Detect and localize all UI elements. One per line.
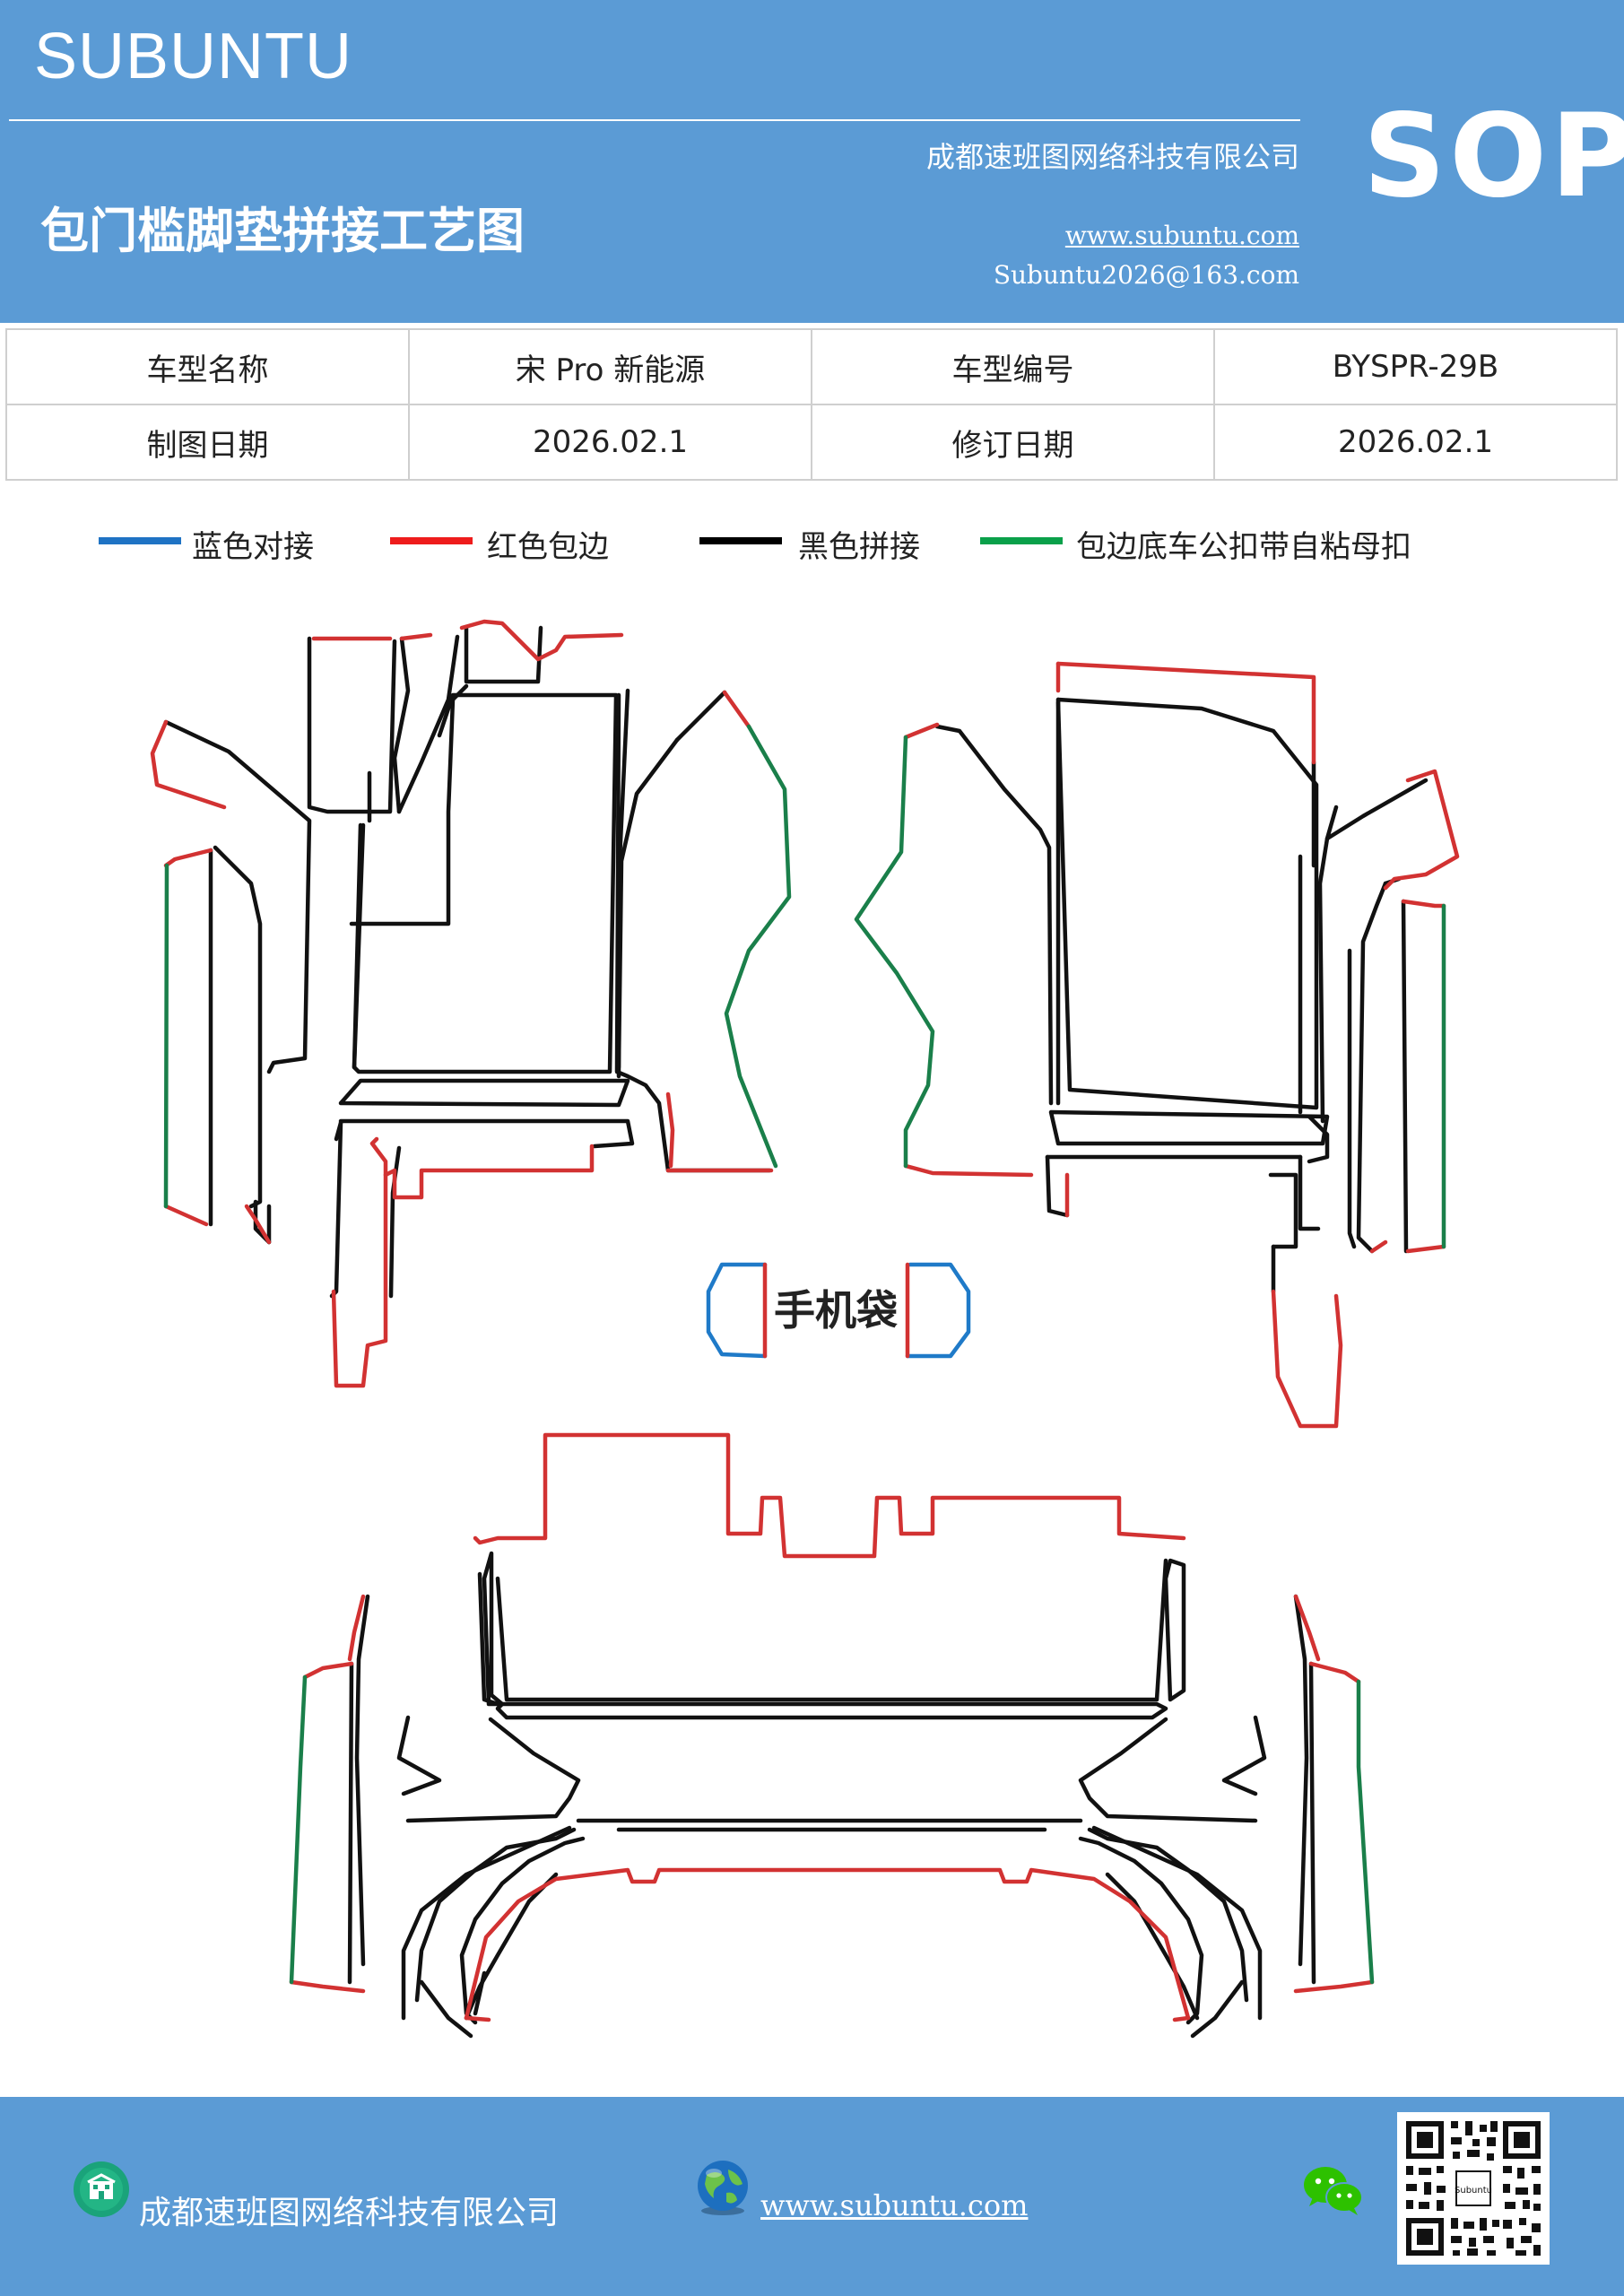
page-title: 包门槛脚垫拼接工艺图	[40, 202, 525, 259]
header-website-link[interactable]: www.subuntu.com	[1064, 221, 1299, 250]
header-banner: SUBUNTU 成都速班图网络科技有限公司 SOP 包门槛脚垫拼接工艺图 www…	[0, 0, 1624, 323]
table-row: 制图日期 2026.02.1 修订日期 2026.02.1	[5, 404, 1618, 481]
header-company: 成都速班图网络科技有限公司	[925, 140, 1299, 174]
table-row: 车型名称 宋 Pro 新能源 车型编号 BYSPR-29B	[5, 328, 1618, 405]
sop-label: SOP	[1363, 90, 1624, 223]
legend-swatch-red	[390, 537, 473, 544]
globe-icon	[698, 2161, 748, 2215]
svg-text:Subuntu: Subuntu	[1455, 2186, 1492, 2196]
legend-label: 包边底车公扣带自粘母扣	[1076, 529, 1411, 565]
table-cell: 宋 Pro 新能源	[408, 328, 812, 405]
blue-edges	[706, 1262, 971, 1359]
footer-company: 成都速班图网络科技有限公司	[139, 2195, 560, 2231]
table-cell: BYSPR-29B	[1213, 328, 1618, 405]
qr-code: Subuntu	[1397, 2112, 1550, 2265]
legend-label: 蓝色对接	[192, 529, 314, 565]
phone-pocket-label: 手机袋	[774, 1286, 898, 1335]
legend-label: 黑色拼接	[798, 529, 920, 565]
legend-swatch-green	[980, 537, 1063, 544]
legend-label: 红色包边	[487, 529, 609, 565]
table-cell: 制图日期	[5, 404, 410, 481]
header-divider	[9, 119, 1300, 121]
green-edges	[163, 724, 1446, 1985]
legend-swatch-blue	[99, 537, 181, 544]
table-cell: 车型名称	[5, 328, 410, 405]
wechat-icon[interactable]	[1302, 2163, 1365, 2217]
phone-pocket-red	[762, 1262, 910, 1359]
header-email[interactable]: Subuntu2026@163.com	[993, 260, 1299, 290]
table-cell: 修订日期	[811, 404, 1215, 481]
footer-website-link[interactable]: www.subuntu.com	[760, 2188, 1029, 2222]
legend-swatch-black	[699, 537, 782, 544]
building-icon	[74, 2161, 129, 2217]
table-cell: 车型编号	[811, 328, 1215, 405]
black-seams	[163, 625, 1429, 2039]
red-edges	[150, 619, 1460, 2022]
table-cell: 2026.02.1	[1213, 404, 1618, 481]
table-cell: 2026.02.1	[408, 404, 812, 481]
brand-name: SUBUNTU	[34, 21, 353, 92]
info-table: 车型名称 宋 Pro 新能源 车型编号 BYSPR-29B 制图日期 2026.…	[5, 328, 1618, 481]
